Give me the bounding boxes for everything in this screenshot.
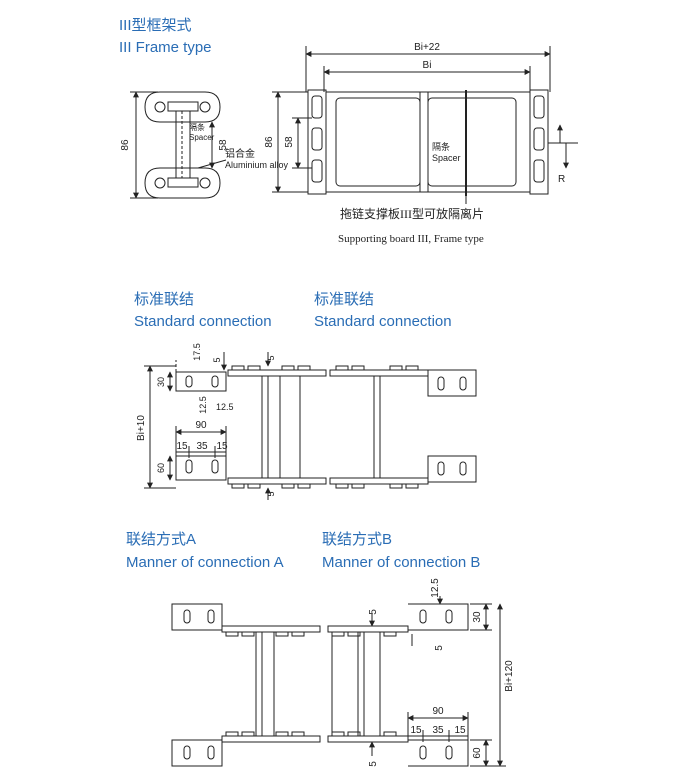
alloy-label-en: Aluminium alloy [225, 160, 289, 170]
dim-12-5-vertical: 12.5 [198, 396, 208, 414]
dim-bi-plus-10: Bi+10 [136, 415, 147, 441]
standard-connection-heading-cn-2: 标准联结 [314, 291, 375, 308]
dim-60: 60 [156, 463, 166, 473]
dim-b-bi-plus-120: Bi+120 [504, 660, 515, 692]
connection-b-heading-cn: 联结方式B [322, 531, 393, 548]
frame-profile-drawing [130, 91, 227, 199]
connection-a-heading-cn: 联结方式A [126, 531, 197, 548]
dim-b-5-mid: 5 [434, 645, 445, 651]
frame-type-heading-en: III Frame type [119, 39, 212, 56]
dim-86-left: 86 [120, 139, 131, 151]
spacer-label-en-left: Spacer [189, 133, 215, 142]
dim-b-5-bottom: 5 [368, 761, 379, 767]
connection-a-heading-en: Manner of connection A [126, 554, 284, 571]
dim-15-a: 15 [176, 441, 188, 452]
dim-86-right: 86 [264, 136, 275, 148]
spacer-label-cn-right: 隔条 [432, 141, 450, 152]
dim-bi-plus-22: Bi+22 [414, 42, 440, 53]
dim-58-right: 58 [284, 136, 295, 148]
alloy-label-cn: 铝合金 [225, 147, 255, 160]
dim-b-12-5: 12.5 [430, 578, 441, 598]
dim-b-35: 35 [432, 725, 444, 736]
dim-35: 35 [196, 441, 208, 452]
standard-connection-heading-cn-1: 标准联结 [134, 291, 195, 308]
connection-b-heading-en: Manner of connection B [322, 554, 481, 571]
dim-b-90: 90 [432, 706, 444, 717]
dim-5-top-1: 5 [212, 357, 222, 362]
frame-top-view-drawing [272, 46, 578, 204]
dim-90: 90 [195, 420, 207, 431]
dim-17-5: 17.5 [192, 343, 202, 361]
dim-30: 30 [156, 377, 166, 387]
frame-type-heading-cn: III型框架式 [119, 17, 192, 34]
spacer-label-en-right: Spacer [432, 153, 461, 163]
connection-b-drawing [327, 596, 506, 767]
standard-connection-heading-en-2: Standard connection [314, 313, 452, 330]
dim-bi: Bi [423, 60, 432, 71]
dim-b-15-b: 15 [454, 725, 466, 736]
standard-connection-drawing-2 [329, 365, 477, 489]
standard-connection-drawing-1 [144, 352, 327, 500]
dim-r: R [558, 174, 565, 185]
dim-58-left: 58 [218, 139, 229, 151]
dim-5-top-2: 5 [266, 355, 276, 360]
connection-a-drawing [171, 603, 321, 767]
caption-en: Supporting board III, Frame type [338, 233, 484, 245]
caption-cn: 拖链支撑板III型可放隔离片 [340, 206, 484, 221]
dim-b-30: 30 [472, 611, 483, 623]
spacer-label-cn-left: 隔条 [189, 122, 205, 132]
dim-12-5-horizontal: 12.5 [216, 402, 234, 412]
dim-5-bottom: 5 [266, 491, 276, 496]
dim-15-b: 15 [216, 441, 228, 452]
dim-b-15-a: 15 [410, 725, 422, 736]
standard-connection-heading-en-1: Standard connection [134, 313, 272, 330]
dim-b-5-top: 5 [368, 609, 379, 615]
dim-b-60: 60 [472, 747, 483, 759]
